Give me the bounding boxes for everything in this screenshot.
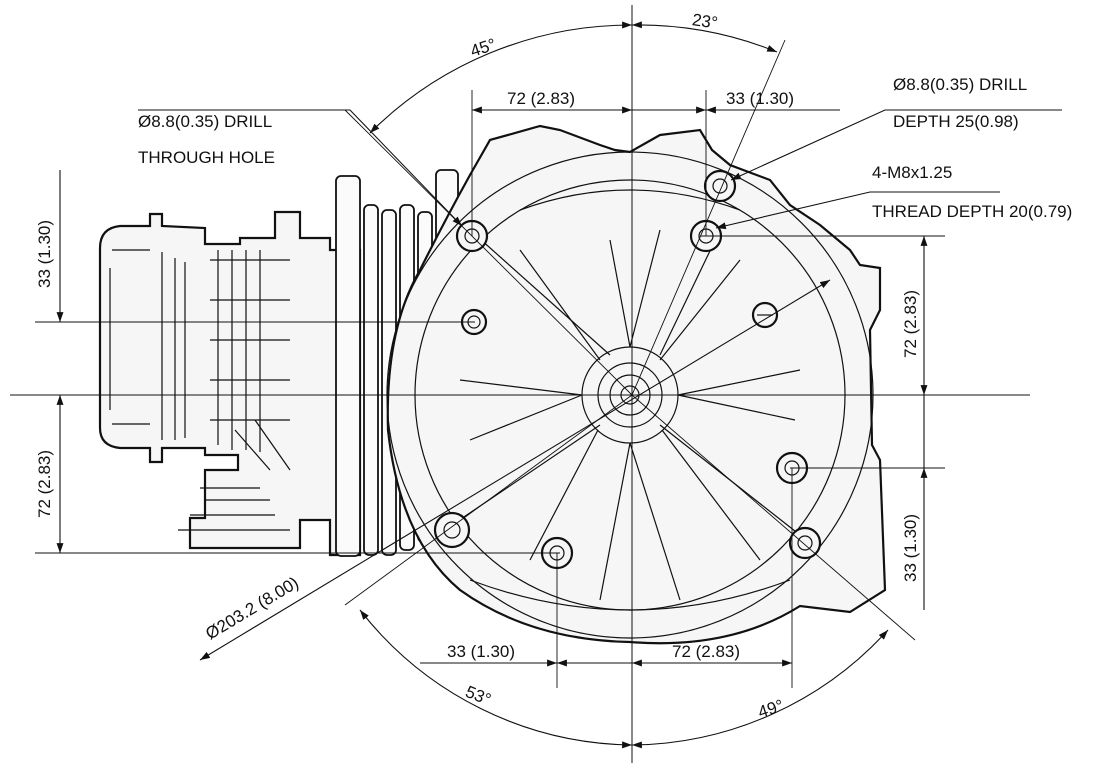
diameter-label: Ø203.2 (8.00) (202, 573, 302, 643)
right-dim-lower-label: 33 (1.30) (901, 514, 920, 582)
top-dim-left-label: 72 (2.83) (507, 89, 575, 108)
drill-depth-label-line2: DEPTH 25(0.98) (893, 112, 1019, 131)
top-dim-right-label: 33 (1.30) (726, 89, 794, 108)
left-dim-lower-label: 72 (2.83) (35, 450, 54, 518)
right-dim-upper-label: 72 (2.83) (901, 290, 920, 358)
thread-label-line1: 4-M8x1.25 (872, 163, 952, 182)
drill-depth-label-line1: Ø8.8(0.35) DRILL (893, 75, 1027, 94)
cylinder-head (98, 210, 362, 557)
linear-dimensions (56, 106, 928, 667)
bottom-dim-left-label: 33 (1.30) (447, 642, 515, 661)
bolt-hole (751, 301, 779, 329)
leaders (138, 109, 1062, 230)
angle-bottom-right-label: 49° (756, 696, 786, 722)
bolt-hole (703, 169, 737, 203)
angle-bottom-left-label: 53° (463, 682, 494, 709)
angle-top-left-label: 45° (468, 35, 498, 61)
thread-label-line2: THREAD DEPTH 20(0.79) (872, 202, 1072, 221)
angle-top-right-label: 23° (691, 10, 719, 32)
drill-through-label-line2: THROUGH HOLE (138, 148, 275, 167)
left-dim-upper-label: 33 (1.30) (35, 220, 54, 288)
bottom-dim-right-label: 72 (2.83) (672, 642, 740, 661)
drill-through-label-line1: Ø8.8(0.35) DRILL (138, 112, 272, 131)
